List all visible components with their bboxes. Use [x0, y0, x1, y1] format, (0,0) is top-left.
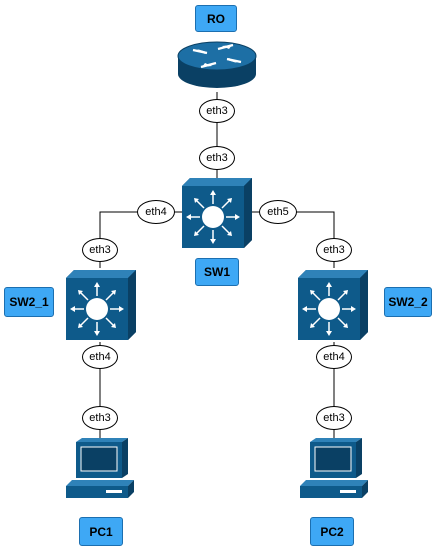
port-pc2-eth3: eth3: [316, 406, 352, 430]
port-sw1-eth5: eth5: [259, 200, 297, 224]
node-label-sw2-1[interactable]: SW2_1: [4, 287, 54, 317]
port-pc1-eth3: eth3: [82, 406, 118, 430]
port-sw2-2-eth3: eth3: [316, 238, 352, 262]
workstation-icon-pc2: [300, 438, 368, 498]
router-icon: [177, 41, 257, 88]
port-sw2-1-eth4: eth4: [82, 345, 118, 369]
port-sw2-1-eth3: eth3: [82, 238, 118, 262]
workstation-icon-pc1: [66, 438, 134, 498]
port-ro-eth3: eth3: [199, 99, 235, 123]
switch-icon-sw2-2: [298, 270, 368, 340]
node-label-sw1[interactable]: SW1: [195, 258, 239, 286]
link-sw1-sw2-1: [99, 211, 182, 268]
port-sw2-2-eth4: eth4: [316, 345, 352, 369]
node-label-sw2-2[interactable]: SW2_2: [384, 287, 432, 317]
node-label-pc2[interactable]: PC2: [310, 517, 354, 546]
port-sw1-eth4: eth4: [137, 200, 175, 224]
node-label-pc1[interactable]: PC1: [79, 517, 123, 546]
node-label-ro[interactable]: RO: [195, 5, 237, 32]
port-sw1-eth3: eth3: [199, 146, 235, 170]
switch-icon-sw1: [182, 178, 252, 248]
switch-icon-sw2-1: [66, 270, 136, 340]
